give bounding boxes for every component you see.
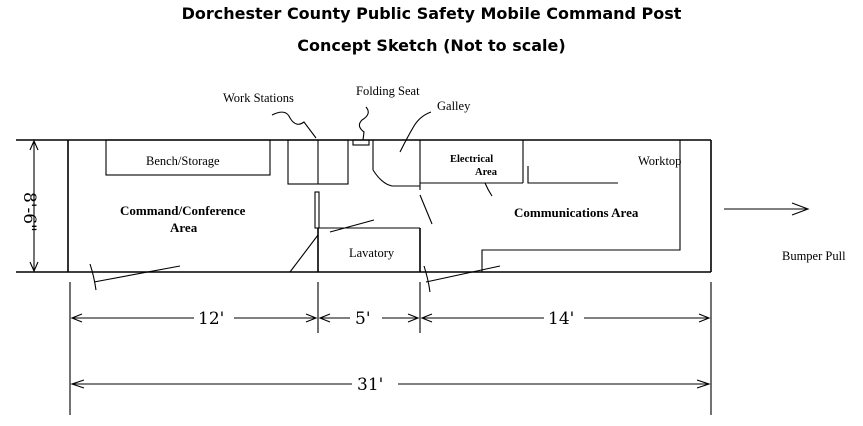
work-stations-label: Work Stations [223, 91, 294, 105]
dimension-5ft-label: 5' [355, 309, 371, 329]
folding-seat-shape [352, 139, 370, 146]
dimension-31ft-label: 31' [357, 375, 383, 395]
command-area-label: Area [170, 220, 198, 235]
electrical-label: Electrical [450, 154, 493, 165]
bumper-pull-arrow [724, 202, 810, 216]
worktop-label: Worktop [638, 154, 681, 168]
galley-structure [372, 140, 421, 190]
worktop-counter [481, 140, 681, 272]
leader-lines [271, 106, 493, 197]
interior-partitions [289, 191, 433, 273]
dimension-12ft-label: 12' [198, 309, 224, 329]
dimension-14ft-label: 14' [548, 309, 574, 329]
bench-storage-box [105, 139, 271, 176]
electrical-area-label: Area [475, 167, 498, 178]
diagram-title: Dorchester County Public Safety Mobile C… [181, 4, 682, 23]
electrical-area-box [420, 140, 524, 184]
work-stations-block [287, 139, 349, 185]
folding-seat-label: Folding Seat [356, 84, 420, 98]
galley-label: Galley [437, 99, 471, 113]
lavatory-label: Lavatory [349, 246, 395, 260]
bench-storage-label: Bench/Storage [146, 154, 220, 168]
width-dimension-label: 8'-6" [19, 192, 39, 232]
width-dimension [24, 139, 44, 273]
length-dimensions [69, 282, 712, 415]
bumper-pull-label: Bumper Pull [782, 249, 846, 263]
diagram-subtitle: Concept Sketch (Not to scale) [297, 36, 566, 55]
communications-area-label: Communications Area [514, 205, 639, 220]
command-conference-label: Command/Conference [120, 203, 246, 218]
entry-doors [89, 263, 501, 293]
